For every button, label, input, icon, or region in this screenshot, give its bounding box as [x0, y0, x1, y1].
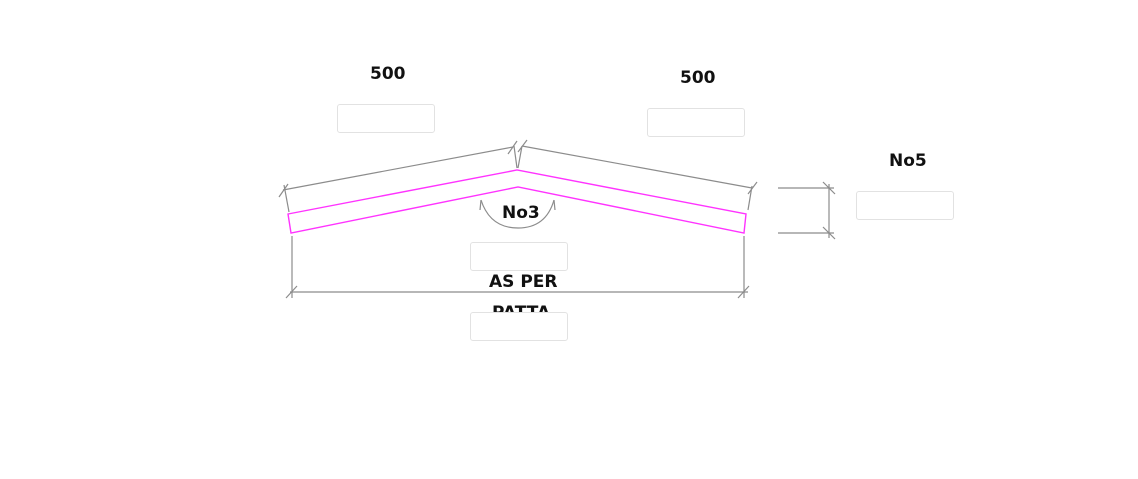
left-segment-input[interactable]	[337, 104, 435, 133]
angle-label: No3	[502, 203, 540, 223]
length-input[interactable]	[470, 312, 568, 341]
right-slope-dimension-line	[521, 145, 753, 189]
angle-arc	[480, 199, 555, 229]
length-label-line1: AS PER	[489, 272, 558, 292]
length-tick-right	[737, 285, 750, 299]
angle-input[interactable]	[470, 242, 568, 271]
length-tick-left	[285, 285, 298, 299]
height-tick-top	[822, 181, 836, 195]
left-slope-tick-left	[278, 183, 289, 198]
apex-extension-left	[513, 145, 518, 169]
angle-arrow-right	[553, 199, 556, 211]
right-slope-extension-right	[747, 185, 753, 211]
right-segment-label: 500	[680, 68, 716, 88]
left-slope-tick-right	[507, 140, 518, 155]
left-slope-dimension-line	[282, 146, 514, 191]
height-tick-bottom	[822, 226, 836, 240]
height-input[interactable]	[856, 191, 954, 220]
right-segment-input[interactable]	[647, 108, 745, 137]
bent-profile-outline	[287, 169, 747, 234]
height-label: No5	[889, 151, 927, 171]
left-segment-label: 500	[370, 64, 406, 84]
right-slope-tick-left	[517, 139, 528, 153]
apex-extension-right	[517, 145, 523, 169]
angle-arrow-left	[479, 199, 482, 211]
right-slope-tick-right	[747, 181, 758, 195]
